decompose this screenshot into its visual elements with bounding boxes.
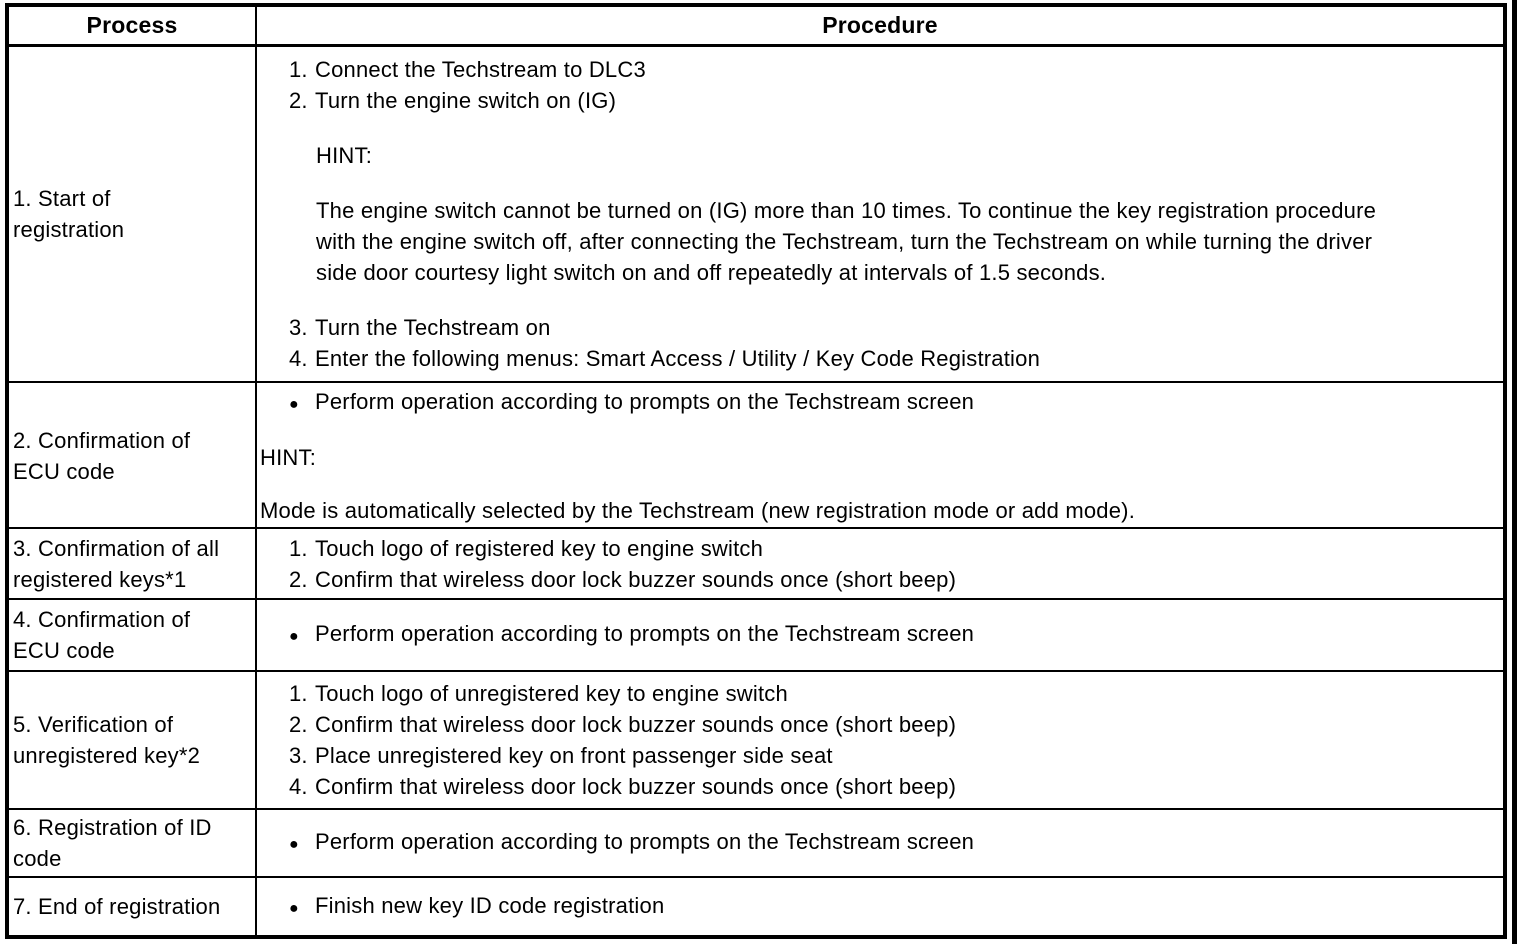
procedure-bullet-item: ● Perform operation according to prompts… <box>259 386 1493 420</box>
step-text: Confirm that wireless door lock buzzer s… <box>315 566 957 592</box>
procedure-cell: ● Perform operation according to prompts… <box>257 810 1503 876</box>
procedure-cell: 1. Touch logo of unregistered key to eng… <box>257 672 1503 808</box>
procedure-step: 1. Touch logo of unregistered key to eng… <box>259 678 1493 709</box>
bullet-text: Perform operation according to prompts o… <box>315 621 975 646</box>
procedure-cell: ● Finish new key ID code registration <box>257 878 1503 935</box>
hint-text: The engine switch cannot be turned on (I… <box>316 198 1377 285</box>
table-row: 4. Confirmation of ECU code ● Perform op… <box>9 598 1503 670</box>
table-header-row: Process Procedure <box>9 7 1503 44</box>
table-row: 6. Registration of ID code ● Perform ope… <box>9 808 1503 876</box>
step-number: 4. <box>289 346 308 371</box>
hint-label: HINT: <box>316 143 372 168</box>
column-header-process: Process <box>9 7 257 44</box>
procedure-cell: 1. Connect the Techstream to DLC3 2. Tur… <box>257 47 1503 381</box>
procedure-step: 4. Enter the following menus: Smart Acce… <box>259 343 1493 374</box>
step-text: Confirm that wireless door lock buzzer s… <box>315 774 957 799</box>
procedure-step: 1. Touch logo of registered key to engin… <box>259 533 1493 564</box>
procedure-step: 2. Turn the engine switch on (IG) <box>259 85 1493 116</box>
step-number: 2. <box>289 566 308 592</box>
table-row: 5. Verification of unregistered key*2 1.… <box>9 670 1503 808</box>
procedure-step: 4. Confirm that wireless door lock buzze… <box>259 771 1493 802</box>
process-cell: 6. Registration of ID code <box>9 810 257 876</box>
step-text: Enter the following menus: Smart Access … <box>315 346 1041 371</box>
table-row: 2. Confirmation of ECU code ● Perform op… <box>9 381 1503 529</box>
hint-label: HINT: <box>260 445 316 470</box>
table-row: 3. Confirmation of all registered keys*1… <box>9 527 1503 598</box>
procedure-cell: ● Perform operation according to prompts… <box>257 383 1503 529</box>
procedure-step: 3. Turn the Techstream on <box>259 312 1493 343</box>
procedure-bullet-item: ● Perform operation according to prompts… <box>259 826 1493 860</box>
bullet-text: Perform operation according to prompts o… <box>315 389 975 414</box>
hint-text: Mode is automatically selected by the Te… <box>260 498 1136 523</box>
step-number: 2. <box>289 712 308 737</box>
bullet-icon: ● <box>289 628 299 645</box>
step-text: Turn the Techstream on <box>315 315 551 340</box>
table-row: 1. Start of registration 1. Connect the … <box>9 44 1503 381</box>
step-number: 1. <box>289 535 308 561</box>
step-text: Place unregistered key on front passenge… <box>315 743 833 768</box>
step-text: Touch logo of registered key to engine s… <box>315 535 764 561</box>
step-text: Turn the engine switch on (IG) <box>315 88 617 113</box>
step-text: Touch logo of unregistered key to engine… <box>315 681 788 706</box>
step-number: 3. <box>289 743 308 768</box>
procedure-bullet-item: ● Finish new key ID code registration <box>259 890 1493 924</box>
step-number: 1. <box>289 681 308 706</box>
page-edge-line <box>1512 0 1517 944</box>
step-number: 3. <box>289 315 308 340</box>
procedure-cell: ● Perform operation according to prompts… <box>257 600 1503 670</box>
step-text: Confirm that wireless door lock buzzer s… <box>315 712 957 737</box>
bullet-icon: ● <box>289 396 299 413</box>
table-row: 7. End of registration ● Finish new key … <box>9 876 1503 935</box>
step-number: 1. <box>289 57 308 82</box>
bullet-icon: ● <box>289 899 299 917</box>
process-cell: 3. Confirmation of all registered keys*1 <box>9 529 257 598</box>
process-cell: 2. Confirmation of ECU code <box>9 383 257 529</box>
step-number: 4. <box>289 774 308 799</box>
process-cell: 1. Start of registration <box>9 47 257 381</box>
procedure-step: 2. Confirm that wireless door lock buzze… <box>259 709 1493 740</box>
procedure-step: 2. Confirm that wireless door lock buzze… <box>259 564 1493 595</box>
step-number: 2. <box>289 88 308 113</box>
step-text: Connect the Techstream to DLC3 <box>315 57 646 82</box>
bullet-text: Perform operation according to prompts o… <box>315 829 975 854</box>
bullet-icon: ● <box>289 836 299 853</box>
process-cell: 4. Confirmation of ECU code <box>9 600 257 670</box>
procedure-step: 1. Connect the Techstream to DLC3 <box>259 54 1493 85</box>
process-cell: 5. Verification of unregistered key*2 <box>9 672 257 808</box>
procedure-cell: 1. Touch logo of registered key to engin… <box>257 529 1503 598</box>
procedure-step: 3. Place unregistered key on front passe… <box>259 740 1493 771</box>
bullet-text: Finish new key ID code registration <box>315 892 665 918</box>
procedure-table: Process Procedure 1. Start of registrati… <box>5 3 1507 939</box>
column-header-procedure: Procedure <box>822 12 938 38</box>
process-cell: 7. End of registration <box>9 878 257 935</box>
procedure-bullet-item: ● Perform operation according to prompts… <box>259 618 1493 652</box>
